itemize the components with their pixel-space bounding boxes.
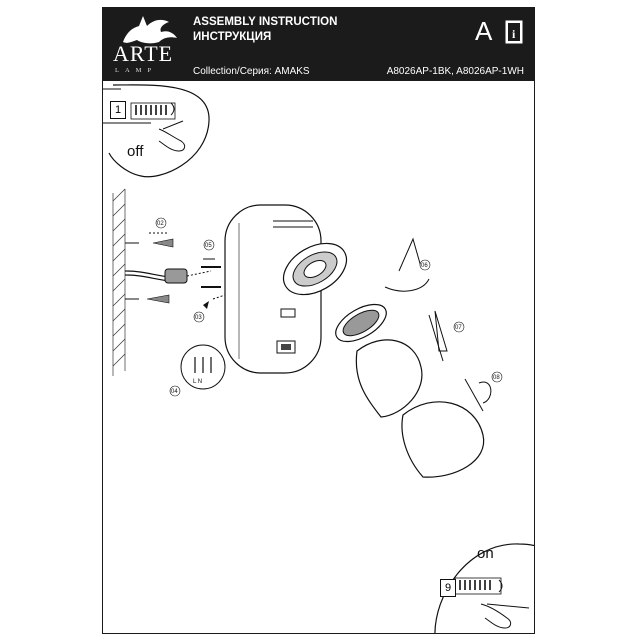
inner-shade — [355, 339, 423, 418]
griffin-logo-icon — [123, 16, 177, 44]
wiring-label: L N — [193, 379, 202, 385]
title-english: ASSEMBLY INSTRUCTION — [193, 16, 338, 28]
switch-off-illustration — [103, 84, 210, 178]
switch-on-illustration — [434, 543, 534, 633]
outer-shade — [401, 401, 485, 478]
model-numbers: A8026AP-1BK, A8026AP-1WH — [386, 66, 524, 77]
header-bar: ARTE LAMP ASSEMBLY INSTRUCTION ИНСТРУКЦИ… — [103, 8, 534, 81]
page-letter: A — [475, 16, 493, 46]
svg-text:08: 08 — [493, 375, 500, 381]
on-label: on — [477, 545, 494, 562]
rotating-mount — [282, 242, 348, 296]
svg-text:06: 06 — [421, 263, 428, 269]
svg-text:07: 07 — [455, 325, 462, 331]
instruction-sheet: ARTE LAMP ASSEMBLY INSTRUCTION ИНСТРУКЦИ… — [102, 7, 535, 634]
collection-label: Collection/Серия: AMAKS — [193, 66, 310, 77]
callout-04: 04 — [169, 385, 181, 397]
svg-text:02: 02 — [157, 221, 164, 227]
off-label: off — [127, 143, 144, 160]
wall-hatch — [112, 188, 126, 376]
assembly-drawing: L N 02 03 04 05 06 07 08 — [112, 188, 503, 478]
svg-text:05: 05 — [205, 243, 212, 249]
info-document-icon: i — [505, 20, 523, 44]
callout-02: 02 — [155, 217, 167, 229]
ring-part — [335, 303, 387, 343]
logo-wordmark: ARTE — [113, 41, 174, 66]
callout-07: 07 — [453, 321, 465, 333]
step-first-number: 1 — [110, 101, 126, 119]
callout-06: 06 — [419, 259, 431, 271]
callout-05: 05 — [203, 239, 215, 251]
svg-text:04: 04 — [171, 389, 178, 395]
svg-text:03: 03 — [195, 315, 202, 321]
callout-08: 08 — [491, 371, 503, 383]
callout-03: 03 — [193, 311, 205, 323]
step-last-number: 9 — [440, 579, 456, 597]
logo-subtitle: LAMP — [115, 67, 158, 74]
title-russian: ИНСТРУКЦИЯ — [193, 31, 272, 43]
svg-text:i: i — [512, 27, 516, 41]
